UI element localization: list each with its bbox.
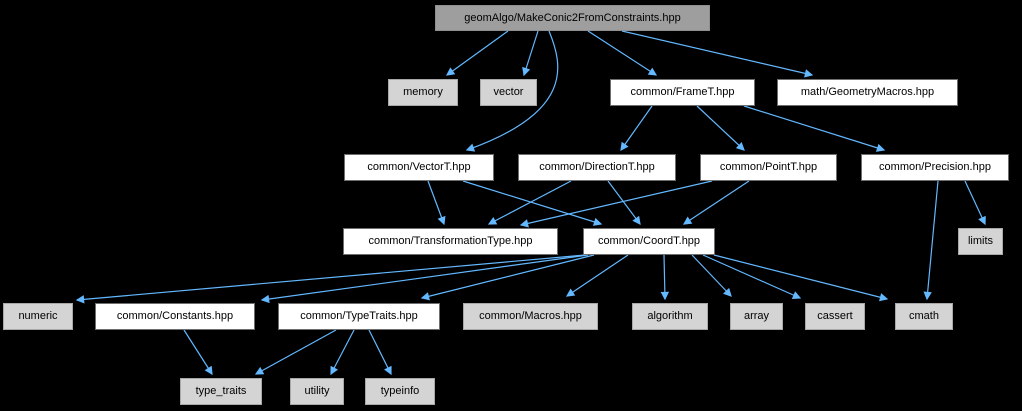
- edge-directiont-to-coordt: [607, 180, 641, 226]
- edge-root-to-vectort: [465, 30, 559, 152]
- edge-root-to-memory: [445, 30, 509, 76]
- node-transformationtype[interactable]: common/TransformationType.hpp: [343, 228, 558, 255]
- node-typetraits[interactable]: common/TypeTraits.hpp: [278, 303, 440, 330]
- edge-typetraits-to-utility: [330, 329, 355, 376]
- node-coordt[interactable]: common/CoordT.hpp: [583, 228, 715, 255]
- edge-framet-to-pointt: [696, 105, 745, 151]
- node-algorithm: algorithm: [632, 303, 708, 330]
- node-constants[interactable]: common/Constants.hpp: [95, 303, 255, 330]
- edge-framet-to-directiont: [620, 105, 653, 152]
- node-macros: common/Macros.hpp: [463, 303, 598, 330]
- node-limits: limits: [958, 228, 1003, 255]
- node-memory: memory: [388, 79, 458, 106]
- edge-coordt-to-typetraits: [420, 254, 595, 301]
- edge-coordt-to-constants: [260, 254, 589, 304]
- node-cmath: cmath: [895, 303, 953, 330]
- edge-framet-to-precision: [743, 105, 886, 152]
- node-array: array: [730, 303, 783, 330]
- edge-coordt-to-cmath: [713, 254, 889, 302]
- node-directiont[interactable]: common/DirectionT.hpp: [518, 154, 676, 181]
- node-pointt[interactable]: common/PointT.hpp: [700, 154, 837, 181]
- node-vectort[interactable]: common/VectorT.hpp: [344, 154, 494, 181]
- node-numeric: numeric: [3, 303, 73, 330]
- edge-root-to-framet: [587, 30, 658, 76]
- edge-coordt-to-array: [691, 254, 732, 297]
- edge-coordt-to-macros: [565, 254, 629, 297]
- edge-group: [75, 30, 986, 376]
- edge-root-to-geometrymacros: [621, 30, 814, 78]
- edge-coordt-to-cassert: [702, 254, 802, 299]
- node-type_traits: type_traits: [180, 378, 262, 405]
- node-utility: utility: [290, 378, 344, 405]
- node-framet[interactable]: common/FrameT.hpp: [610, 79, 755, 106]
- edge-typetraits-to-type_traits: [254, 329, 337, 375]
- node-typeinfo: typeinfo: [365, 378, 435, 405]
- edge-pointt-to-coordt: [682, 180, 750, 225]
- node-vector: vector: [480, 79, 537, 106]
- edge-vectort-to-transformationtype: [427, 180, 446, 226]
- edge-root-to-vector: [522, 30, 539, 77]
- edge-pointt-to-transformationtype: [519, 180, 713, 228]
- edge-vectort-to-coordt: [462, 180, 603, 226]
- edge-coordt-to-numeric: [75, 254, 586, 304]
- edge-coordt-to-algorithm: [660, 254, 670, 301]
- edge-constants-to-type_traits: [183, 329, 213, 376]
- node-root: geomAlgo/MakeConic2FromConstraints.hpp: [435, 5, 710, 31]
- edge-directiont-to-transformationtype: [487, 180, 572, 225]
- node-geometrymacros[interactable]: math/GeometryMacros.hpp: [777, 79, 958, 106]
- node-cassert: cassert: [805, 303, 865, 330]
- edge-typetraits-to-typeinfo: [368, 329, 392, 376]
- node-precision[interactable]: common/Precision.hpp: [861, 154, 1009, 181]
- edge-precision-to-limits: [964, 180, 986, 226]
- edge-precision-to-cmath: [923, 180, 939, 301]
